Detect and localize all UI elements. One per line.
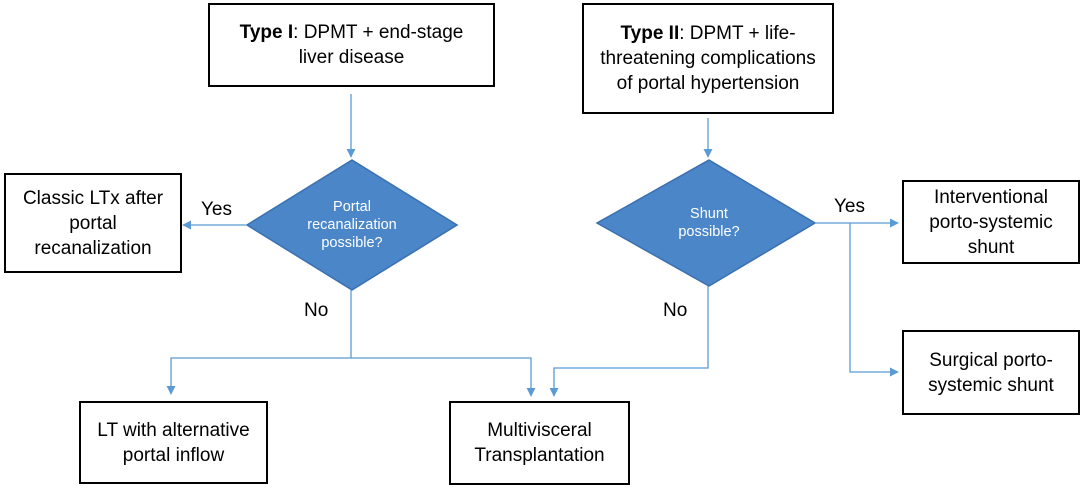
- no-right-label: No: [663, 300, 688, 321]
- edge-no-portal-to-multivisceral: [351, 357, 536, 397]
- type1-title-bold: Type I: [239, 22, 294, 43]
- type2-title-bold: Type II: [620, 23, 680, 44]
- lt-alternative-text: LT with alternative portal inflow: [97, 419, 250, 466]
- decision-shunt-diamond: [595, 159, 817, 287]
- decision-portal-diamond: [245, 159, 459, 291]
- surgical-shunt-text: Surgical porto-systemic shunt: [928, 349, 1054, 396]
- edge-no-portal: [166, 290, 352, 395]
- edge-no-shunt-to-multivisceral: [549, 286, 709, 397]
- multivisceral-text: Multivisceral Transplantation: [474, 420, 605, 466]
- surgical-shunt-box: Surgical porto-systemic shunt: [902, 330, 1080, 415]
- classic-ltx-box: Classic LTx after portal recanalization: [4, 173, 182, 273]
- type1-title-rest: : DPMT + end-stage liver disease: [293, 22, 464, 68]
- edge-yes-to-surgical: [849, 223, 899, 377]
- no-left-label: No: [304, 300, 329, 321]
- interventional-shunt-text: Interventional porto-systemic shunt: [929, 186, 1053, 258]
- multivisceral-box: Multivisceral Transplantation: [449, 401, 630, 485]
- type2-box: Type II: DPMT + life-threatening complic…: [582, 3, 834, 114]
- yes-left-label: Yes: [201, 199, 232, 220]
- interventional-shunt-box: Interventional porto-systemic shunt: [902, 180, 1080, 264]
- yes-right-label: Yes: [834, 196, 865, 217]
- decision-portal-label: Portal recanalization possible?: [307, 199, 397, 251]
- lt-alternative-box: LT with alternative portal inflow: [79, 401, 268, 484]
- classic-ltx-text: Classic LTx after portal recanalization: [22, 187, 164, 259]
- type1-box: Type I: DPMT + end-stage liver disease: [208, 3, 495, 87]
- type2-title-rest: : DPMT + life-threatening complications …: [600, 23, 816, 94]
- decision-shunt-label: Shunt possible?: [678, 206, 740, 240]
- type2-text: Type II: DPMT + life-threatening complic…: [594, 21, 822, 96]
- type1-text: Type I: DPMT + end-stage liver disease: [220, 20, 483, 70]
